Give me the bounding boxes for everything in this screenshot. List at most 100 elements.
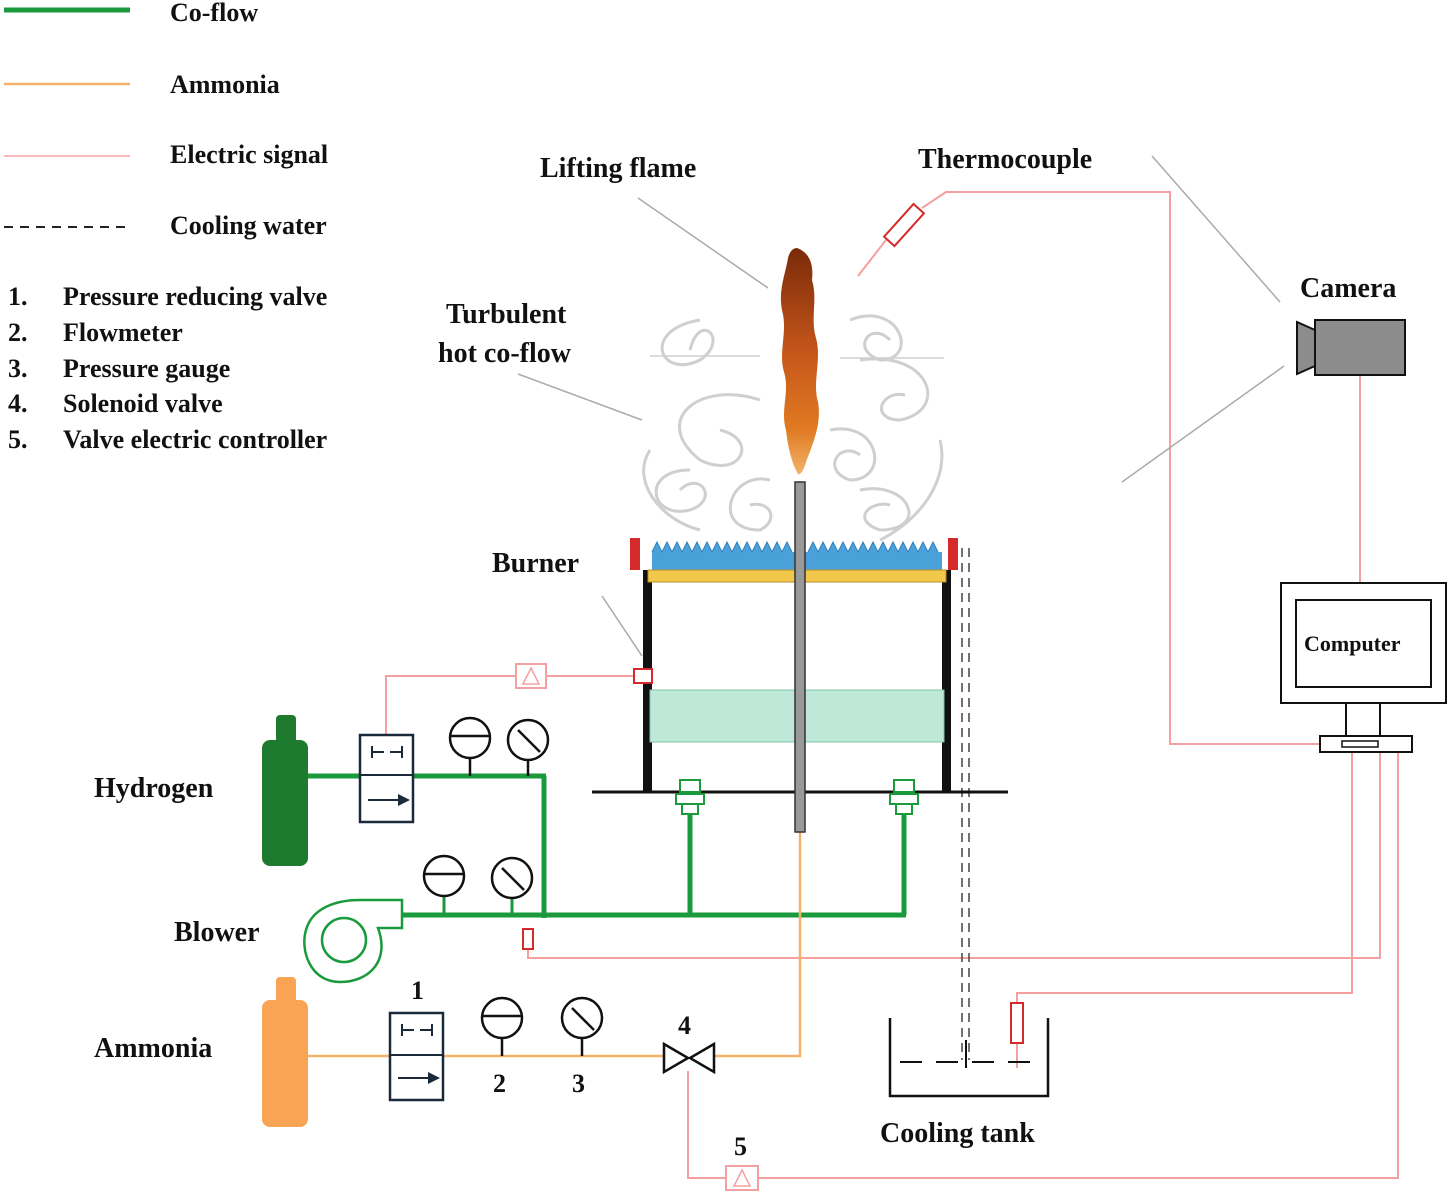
leader-lines: [517, 155, 1285, 657]
label-thermocouple: Thermocouple: [918, 144, 1092, 175]
computer-stand: [1345, 702, 1381, 737]
prv-hydrogen-arrow-icon: [398, 794, 410, 806]
item-5-number: 5.: [8, 425, 28, 454]
ammonia-cylinder-valve: [276, 977, 296, 1005]
wire-controller-burner: [385, 675, 516, 735]
camera-lens: [1296, 320, 1316, 376]
cooling-tank-thermocouple: [1010, 1002, 1024, 1044]
flowmeter-blower-icon: [422, 854, 466, 898]
label-burner: Burner: [492, 548, 579, 579]
label-turbulent-line2: hot co-flow: [438, 338, 572, 369]
computer: [1280, 582, 1447, 753]
blower: [303, 898, 404, 984]
label-camera: Camera: [1300, 273, 1396, 304]
fitting-left-top: [679, 779, 701, 793]
item-3-number: 3.: [8, 354, 28, 383]
marker-2: 2: [493, 1069, 506, 1098]
camera-body: [1314, 319, 1406, 376]
cooling-water-line: [961, 548, 970, 1060]
burner-nozzle-tips: [651, 540, 939, 554]
flowmeter-ammonia-icon: [480, 996, 524, 1040]
hydrogen-cylinder-valve: [276, 715, 296, 745]
item-4-text: Solenoid valve: [63, 389, 223, 418]
pressure-gauge-blower-needle: [501, 867, 525, 891]
fitting-right-top: [893, 779, 915, 793]
eddy: [849, 314, 903, 362]
wire-blower-sensor-computer: [527, 752, 1381, 959]
solenoid-valve-left: [662, 1041, 691, 1075]
fuel-tube: [794, 481, 806, 833]
thermocouple-tip: [857, 239, 887, 277]
pressure-reducing-valve-ammonia: [388, 1011, 445, 1102]
marker-3: 3: [572, 1069, 585, 1098]
wire-tank-thermocouple-computer: [1016, 752, 1353, 1042]
eddy: [729, 477, 773, 532]
flowmeter-hydrogen-icon: [448, 716, 492, 760]
instrument-gauges: [422, 716, 604, 1056]
eddy: [660, 318, 715, 367]
legend-coflow-label: Co-flow: [170, 0, 258, 27]
camera: [1296, 319, 1406, 376]
item-5-text: Valve electric controller: [63, 425, 327, 454]
turbulent-eddies: [642, 314, 944, 542]
fitting-left-mid: [675, 793, 705, 805]
wire-thermocouple-computer: [921, 191, 1320, 745]
legend-ammonia-label: Ammonia: [170, 70, 280, 99]
pipe-ammonia-to-fuel-tube: [714, 832, 802, 1058]
cooling-tank: [888, 1002, 1050, 1098]
wire-controller-computer: [758, 752, 1399, 1179]
item-1-text: Pressure reducing valve: [63, 282, 327, 311]
thermocouple-probe: [857, 202, 926, 277]
lifting-flame: [780, 248, 819, 475]
label-hydrogen: Hydrogen: [94, 773, 214, 804]
solenoid-valve-right: [687, 1041, 716, 1075]
item-3-text: Pressure gauge: [63, 354, 230, 383]
eddy: [654, 468, 707, 513]
leader-camera-lower: [1121, 365, 1285, 483]
coflow-piping: [308, 773, 907, 918]
hydrogen-cylinder: [262, 715, 308, 866]
pressure-gauge-ammonia-needle: [571, 1007, 595, 1031]
blower-line-sensor: [522, 928, 534, 950]
item-1-number: 1.: [8, 282, 28, 311]
label-turbulent-line1: Turbulent: [446, 299, 567, 330]
marker-1: 1: [411, 976, 424, 1005]
ammonia-cylinder: [262, 977, 308, 1127]
burner-sensor: [633, 668, 653, 684]
ammonia-cylinder-body: [262, 1000, 308, 1127]
computer-screen: [1295, 599, 1432, 688]
hydrogen-cylinder-body: [262, 740, 308, 866]
prv-ammonia-arrow-icon: [428, 1072, 440, 1084]
legend-cooling-label: Cooling water: [170, 211, 327, 240]
computer-drive-slot: [1341, 740, 1379, 748]
eddy: [859, 487, 911, 532]
fitting-right-bottom: [895, 803, 913, 815]
fitting-left-bottom: [681, 803, 699, 815]
controller-triangle-icon: [521, 666, 541, 685]
legend-electric-label: Electric signal: [170, 140, 328, 169]
ammonia-piping: [308, 832, 802, 1058]
legend: Co-flow Ammonia Electric signal Cooling …: [4, 0, 328, 240]
burner-clamp-left: [630, 538, 640, 570]
label-cooling-tank: Cooling tank: [880, 1118, 1035, 1149]
marker-4: 4: [678, 1011, 691, 1040]
leader-camera-upper: [1151, 155, 1281, 303]
burner-clamp-right: [948, 538, 958, 570]
thermocouple-body: [882, 202, 926, 248]
valve-controller-burner: [515, 663, 547, 689]
fitting-right-mid: [889, 793, 919, 805]
blower-impeller: [320, 916, 368, 964]
label-computer: Computer: [1304, 631, 1401, 656]
item-2-text: Flowmeter: [63, 318, 183, 347]
cooling-tank-vessel: [888, 1018, 1050, 1098]
eddy: [642, 449, 701, 532]
eddy: [859, 357, 930, 422]
pressure-gauge-hydrogen-needle: [517, 729, 541, 753]
burner-inlet-fittings: [675, 779, 919, 815]
leader-turbulent: [517, 373, 643, 421]
burner-wall-right: [942, 570, 951, 792]
pressure-reducing-valve-hydrogen: [358, 733, 415, 824]
eddy: [879, 439, 944, 542]
item-4-number: 4.: [8, 389, 28, 418]
label-ammonia: Ammonia: [94, 1033, 212, 1064]
